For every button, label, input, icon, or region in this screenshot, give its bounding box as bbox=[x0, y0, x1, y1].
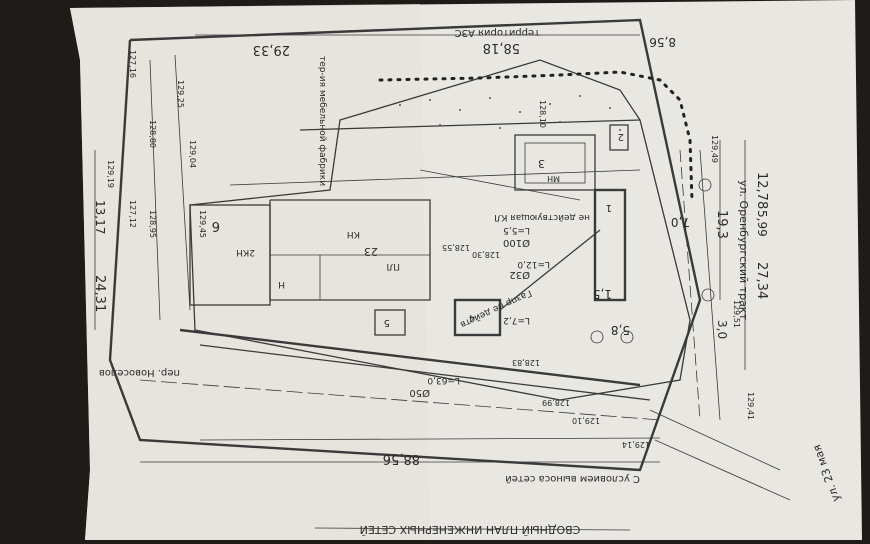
dim-5-8: 5,8 bbox=[611, 323, 630, 337]
dimension-labels: 88,56 58,18 29,33 24,31 27,34 19,3 12,78… bbox=[92, 35, 769, 466]
survey-markers bbox=[590, 178, 715, 344]
svg-text:128,30: 128,30 bbox=[472, 250, 500, 259]
svg-text:Ø50: Ø50 bbox=[409, 387, 430, 399]
dim-58-18: 58,18 bbox=[483, 40, 520, 55]
svg-text:L=7,2: L=7,2 bbox=[503, 315, 530, 325]
svg-text:129,49: 129,49 bbox=[710, 135, 719, 163]
dim-1-5: 1,5 bbox=[593, 287, 612, 301]
svg-text:4: 4 bbox=[469, 312, 475, 323]
drawing-title: СВОДНЫЙ ПЛАН ИНЖЕНЕРНЫХ СЕТЕЙ bbox=[360, 523, 581, 536]
street-novoselov: пер. Новоселов bbox=[99, 367, 180, 378]
building-4: 4 bbox=[453, 298, 502, 337]
pipe-labels: Ø100 Ø50 Ø32 L=12,0 L=5,5 L=63,0 L=7,2 bbox=[409, 225, 550, 399]
svg-text:6: 6 bbox=[212, 218, 220, 233]
site-outline bbox=[189, 59, 691, 401]
territory-azs: территория АЗС bbox=[455, 27, 540, 38]
hatch-area bbox=[399, 95, 621, 131]
svg-text:129,25: 129,25 bbox=[176, 80, 185, 108]
svg-text:23: 23 bbox=[364, 245, 378, 258]
dim-12-78: 12,78 bbox=[754, 172, 769, 209]
svg-text:129,14: 129,14 bbox=[622, 440, 650, 449]
svg-text:129,10: 129,10 bbox=[572, 416, 600, 425]
svg-text:129,41: 129,41 bbox=[746, 392, 755, 420]
svg-text:127,12: 127,12 bbox=[128, 200, 137, 228]
svg-text:128,95: 128,95 bbox=[148, 210, 157, 238]
svg-text:2: 2 bbox=[618, 131, 624, 142]
svg-text:129,19: 129,19 bbox=[106, 160, 115, 188]
dimension-lines bbox=[94, 34, 746, 463]
network-lines bbox=[139, 54, 791, 501]
dim-29-33: 29,33 bbox=[253, 42, 290, 57]
svg-text:129,45: 129,45 bbox=[198, 210, 207, 238]
svg-text:Ø100: Ø100 bbox=[503, 237, 530, 249]
dim-8-56: 8,56 bbox=[649, 35, 676, 49]
svg-text:129,51: 129,51 bbox=[732, 300, 741, 328]
svg-text:Н: Н bbox=[278, 279, 285, 289]
svg-text:1: 1 bbox=[606, 202, 612, 213]
svg-text:128,10: 128,10 bbox=[538, 100, 547, 128]
svg-text:127,16: 127,16 bbox=[128, 50, 137, 78]
svg-text:128,83: 128,83 bbox=[512, 358, 540, 367]
dim-5-99: 5,99 bbox=[755, 210, 769, 237]
dim-7-0: 7,0 bbox=[671, 215, 690, 229]
svg-text:Ø32: Ø32 bbox=[509, 269, 530, 281]
elevation-labels: 129,41 129,51 129,49 129,19 129,25 128,8… bbox=[106, 50, 755, 449]
svg-text:5: 5 bbox=[384, 317, 390, 328]
building-3: 3 МН bbox=[514, 134, 596, 191]
svg-text:129,04: 129,04 bbox=[188, 140, 197, 168]
territory-furniture: тер-ия мебельной фабрики bbox=[317, 56, 327, 186]
dim-3-0: 3,0 bbox=[715, 320, 729, 339]
svg-text:МН: МН bbox=[547, 174, 560, 183]
note-relocation: С условием выноса сетей bbox=[505, 473, 640, 484]
svg-text:L=12,0: L=12,0 bbox=[517, 259, 550, 269]
note-kl: не действующая КЛ bbox=[494, 212, 590, 222]
svg-text:128,55: 128,55 bbox=[442, 243, 470, 252]
svg-text:L=5,5: L=5,5 bbox=[503, 225, 530, 235]
svg-text:L=63,0: L=63,0 bbox=[427, 375, 460, 385]
svg-text:3: 3 bbox=[538, 157, 545, 170]
building-main: Н 2КН КН ПЛ 23 bbox=[236, 199, 431, 301]
svg-text:128,99: 128,99 bbox=[542, 398, 570, 407]
svg-text:128,80: 128,80 bbox=[148, 120, 157, 148]
dim-19-3: 19,3 bbox=[714, 210, 729, 239]
building-1: 1 bbox=[593, 188, 627, 302]
street-orenburg: ул. Оренбургский тракт bbox=[737, 180, 750, 320]
dim-13-17: 13,17 bbox=[93, 200, 107, 234]
dim-27-34: 27,34 bbox=[754, 262, 769, 299]
building-2: 2 bbox=[609, 124, 629, 151]
building-5: 5 bbox=[374, 309, 406, 336]
property-boundary bbox=[108, 18, 702, 472]
svg-text:ПЛ: ПЛ bbox=[386, 261, 400, 271]
dim-88-56: 88,56 bbox=[383, 451, 420, 466]
dim-24-31: 24,31 bbox=[92, 275, 107, 312]
svg-text:КН: КН bbox=[347, 229, 360, 239]
dotted-fence bbox=[378, 70, 694, 202]
svg-text:2КН: 2КН bbox=[236, 247, 255, 257]
